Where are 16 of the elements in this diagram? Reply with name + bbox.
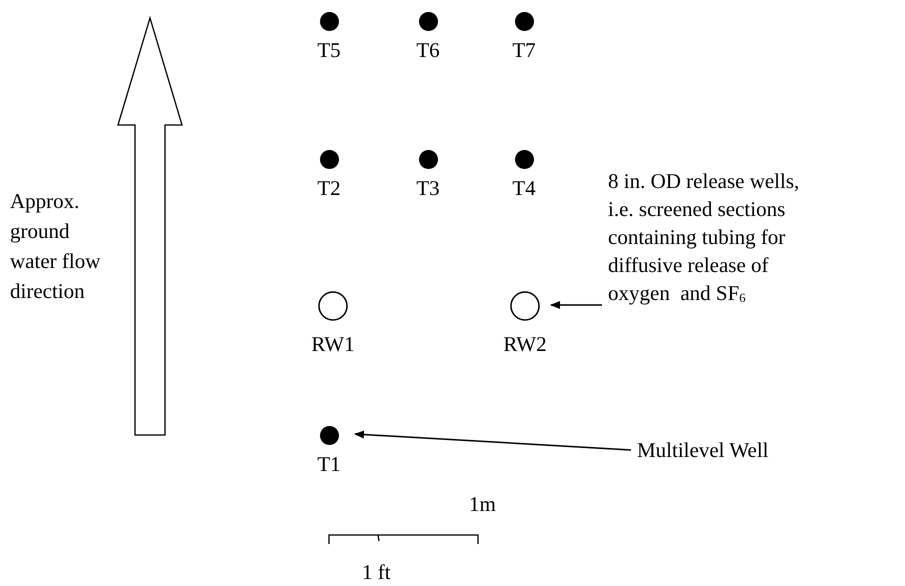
well-label: RW1 [311,332,355,356]
well-label: RW2 [503,332,547,356]
callout-text: 8 in. OD release wells, i.e. screened sections containing tubing for diffusive release of oxygen and SF$_{6}$ [608,168,800,307]
well-label: T4 [512,176,536,200]
well-label: T1 [317,452,341,476]
well-label: T3 [416,176,440,200]
leader-arrow [550,301,602,309]
well-label: T6 [416,38,440,62]
leader-arrow [354,430,632,451]
well-label: T7 [512,38,536,62]
flow-direction-label: Approx. ground water flow direction [10,188,102,305]
scale-label: 1 ft [362,560,392,584]
callout-text: Multilevel Well [637,437,770,464]
well-label: T5 [317,38,341,62]
scale-label: 1m [469,492,497,516]
well-label: T2 [317,176,341,200]
